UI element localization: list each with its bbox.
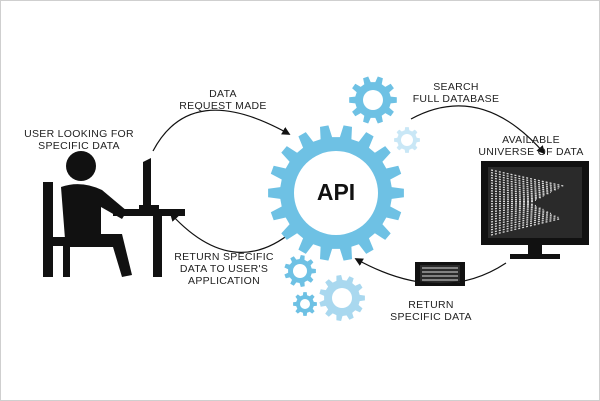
- arrow-data-request: [152, 109, 291, 152]
- return-data-label: RETURN SPECIFIC DATA: [376, 299, 486, 323]
- data-request-line-1: DATA: [209, 88, 237, 100]
- universe-line-2: UNIVERSE OF DATA: [478, 146, 584, 158]
- return-data-line-2: SPECIFIC DATA: [390, 311, 472, 323]
- user-at-computer-icon: [43, 151, 185, 277]
- monitor-icon: [481, 161, 589, 259]
- arrow-return-to-user: [169, 212, 294, 253]
- arrow-return-specific-data: [354, 258, 507, 285]
- data-request-label: DATA REQUEST MADE: [173, 88, 273, 112]
- return-user-line-2: DATA TO USER'S: [179, 263, 269, 275]
- user-label-line-2: SPECIFIC DATA: [38, 140, 120, 152]
- gear-bottom-c-icon: [319, 275, 365, 321]
- gear-top-large-icon: [349, 76, 397, 124]
- search-line-2: FULL DATABASE: [412, 93, 500, 105]
- user-label: USER LOOKING FOR SPECIFIC DATA: [19, 128, 139, 152]
- gear-bottom-b-icon: [293, 292, 317, 316]
- user-label-line-1: USER LOOKING FOR: [24, 128, 134, 140]
- gear-top-small-icon: [394, 127, 420, 153]
- return-user-line-1: RETURN SPECIFIC: [174, 251, 274, 263]
- universe-label: AVAILABLE UNIVERSE OF DATA: [471, 134, 591, 158]
- return-data-line-1: RETURN: [408, 299, 454, 311]
- return-user-line-3: APPLICATION: [188, 275, 260, 287]
- data-request-line-2: REQUEST MADE: [179, 100, 267, 112]
- universe-line-1: AVAILABLE: [502, 134, 560, 146]
- search-line-1: SEARCH: [433, 81, 479, 93]
- search-label: SEARCH FULL DATABASE: [406, 81, 506, 105]
- arrow-search-database: [410, 105, 546, 155]
- api-gear-icon: [268, 125, 404, 261]
- return-user-label: RETURN SPECIFIC DATA TO USER'S APPLICATI…: [169, 251, 279, 287]
- api-label: API: [317, 179, 355, 205]
- gear-bottom-a-icon: [284, 255, 316, 287]
